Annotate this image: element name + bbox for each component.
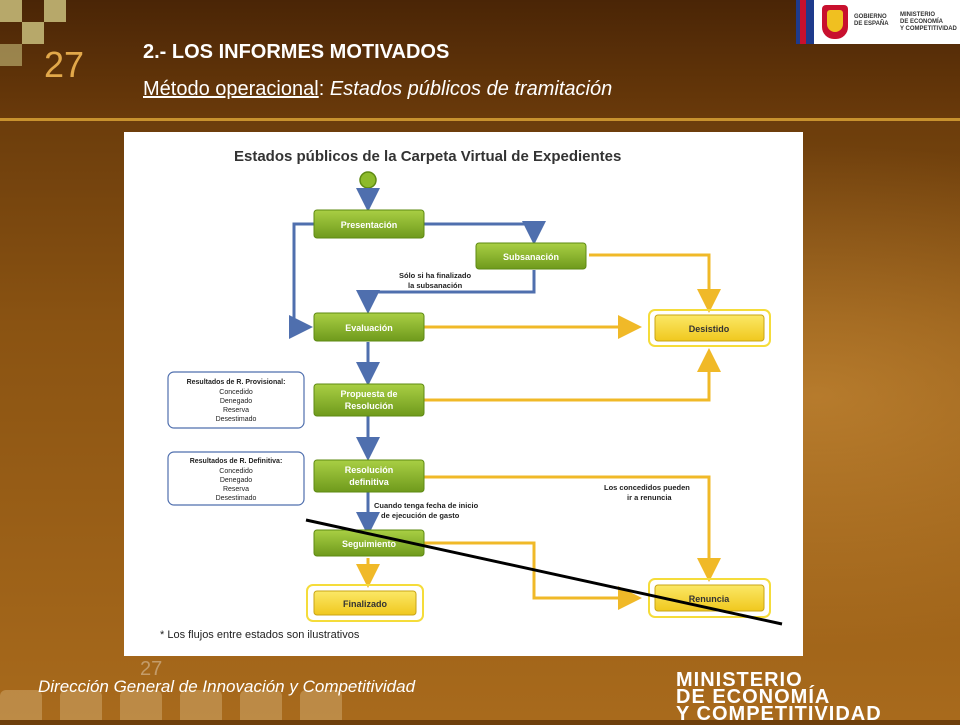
slide-number: 27: [44, 44, 85, 85]
provisional-results-box: Resultados de R. Provisional: Concedido …: [167, 371, 305, 429]
state-evaluacion: Evaluación: [313, 312, 425, 342]
footer-decor: [0, 690, 42, 720]
subtitle-separator: :: [318, 78, 330, 100]
strike-line: [305, 518, 783, 626]
svg-text:Concedido: Concedido: [219, 389, 253, 396]
note-subsanacion-2: la subsanación: [408, 281, 463, 290]
footer-ministry-line2: DE ECONOMÍA: [676, 686, 831, 708]
logo-min-line2: DE ECONOMÍA: [900, 19, 944, 25]
state-renuncia: Renuncia: [648, 578, 771, 618]
blue-arrows: [289, 188, 546, 536]
svg-text:Propuesta de: Propuesta de: [340, 389, 397, 399]
svg-text:Denegado: Denegado: [220, 477, 252, 484]
svg-text:Reserva: Reserva: [223, 486, 249, 493]
eu-flag-icon: [796, 0, 814, 44]
state-flow-diagram: Estados públicos de la Carpeta Virtual d…: [160, 148, 783, 641]
svg-text:Resultados de R. Provisional:: Resultados de R. Provisional:: [187, 379, 286, 386]
logo-min-line1: MINISTERIO: [900, 12, 936, 18]
svg-text:Resolución: Resolución: [345, 401, 394, 411]
svg-text:Desistido: Desistido: [689, 324, 730, 334]
footer-ministry-line1: MINISTERIO: [676, 669, 803, 691]
note-concedidos-2: ir a renuncia: [627, 493, 672, 502]
diagram-panel: Estados públicos de la Carpeta Virtual d…: [124, 132, 803, 656]
state-subsanacion: Subsanación: [475, 242, 587, 270]
note-subsanacion-1: Sólo si ha finalizado: [399, 271, 472, 280]
svg-text:Seguimiento: Seguimiento: [342, 539, 397, 549]
footer-department: Dirección General de Innovación y Compet…: [38, 677, 416, 696]
state-finalizado: Finalizado: [306, 584, 424, 622]
svg-text:Denegado: Denegado: [220, 398, 252, 405]
state-presentacion: Presentación: [313, 209, 425, 239]
footer-slide-number: 27: [140, 658, 163, 680]
note-inicio-1: Cuando tenga fecha de inicio: [374, 501, 479, 510]
footer-ministry-line3: Y COMPETITIVIDAD: [676, 703, 882, 725]
state-resolucion-definitiva: Resolución definitiva: [313, 459, 425, 493]
svg-text:Subsanación: Subsanación: [503, 252, 559, 262]
logo-gov-line2: DE ESPAÑA: [854, 21, 889, 27]
logo-min-line3: Y COMPETITIVIDAD: [900, 26, 957, 32]
decor-square: [44, 0, 66, 22]
state-propuesta: Propuesta de Resolución: [313, 383, 425, 417]
svg-text:Evaluación: Evaluación: [345, 323, 393, 333]
header-rule: [0, 118, 960, 121]
definitiva-results-box: Resultados de R. Definitiva: Concedido D…: [167, 451, 305, 506]
svg-text:Resolución: Resolución: [345, 465, 394, 475]
state-desistido: Desistido: [648, 309, 771, 347]
footer-ministry: MINISTERIO DE ECONOMÍA Y COMPETITIVIDAD: [676, 669, 882, 725]
decor-square: [0, 44, 22, 66]
decor-square: [22, 22, 44, 44]
subtitle-topic: Estados públicos de tramitación: [329, 78, 613, 100]
government-logo: GOBIERNO DE ESPAÑA MINISTERIO DE ECONOMÍ…: [796, 0, 960, 44]
footer-decor: [180, 690, 222, 720]
subtitle-method: Método operacional: [143, 78, 319, 100]
svg-text:Presentación: Presentación: [341, 220, 398, 230]
svg-text:Reserva: Reserva: [223, 407, 249, 414]
start-node-icon: [359, 171, 377, 189]
state-seguimiento: Seguimiento: [313, 529, 425, 557]
svg-text:Desestimado: Desestimado: [216, 495, 257, 502]
coat-of-arms-inner: [827, 10, 843, 32]
diagram-footnote: * Los flujos entre estados son ilustrati…: [160, 629, 360, 641]
note-inicio-2: de ejecución de gasto: [381, 511, 460, 520]
svg-text:Finalizado: Finalizado: [343, 599, 388, 609]
diagram-title: Estados públicos de la Carpeta Virtual d…: [234, 148, 621, 165]
svg-text:Resultados de R. Definitiva:: Resultados de R. Definitiva:: [190, 458, 283, 465]
footer-decor: [120, 690, 162, 720]
decor-square: [0, 0, 22, 22]
footer-decor: [60, 690, 102, 720]
logo-gov-line1: GOBIERNO: [854, 14, 887, 20]
footer-decor: [240, 690, 282, 720]
svg-text:Concedido: Concedido: [219, 468, 253, 475]
svg-text:definitiva: definitiva: [349, 477, 390, 487]
svg-text:Desestimado: Desestimado: [216, 416, 257, 423]
flow-notes: Sólo si ha finalizado la subsanación Cua…: [374, 271, 690, 520]
svg-text:Renuncia: Renuncia: [689, 594, 731, 604]
slide-title: 2.- LOS INFORMES MOTIVADOS: [143, 41, 450, 63]
slide-subtitle: Método operacional: Estados públicos de …: [143, 78, 612, 101]
footer-decor: [300, 690, 342, 720]
note-concedidos-1: Los concedidos pueden: [604, 483, 690, 492]
